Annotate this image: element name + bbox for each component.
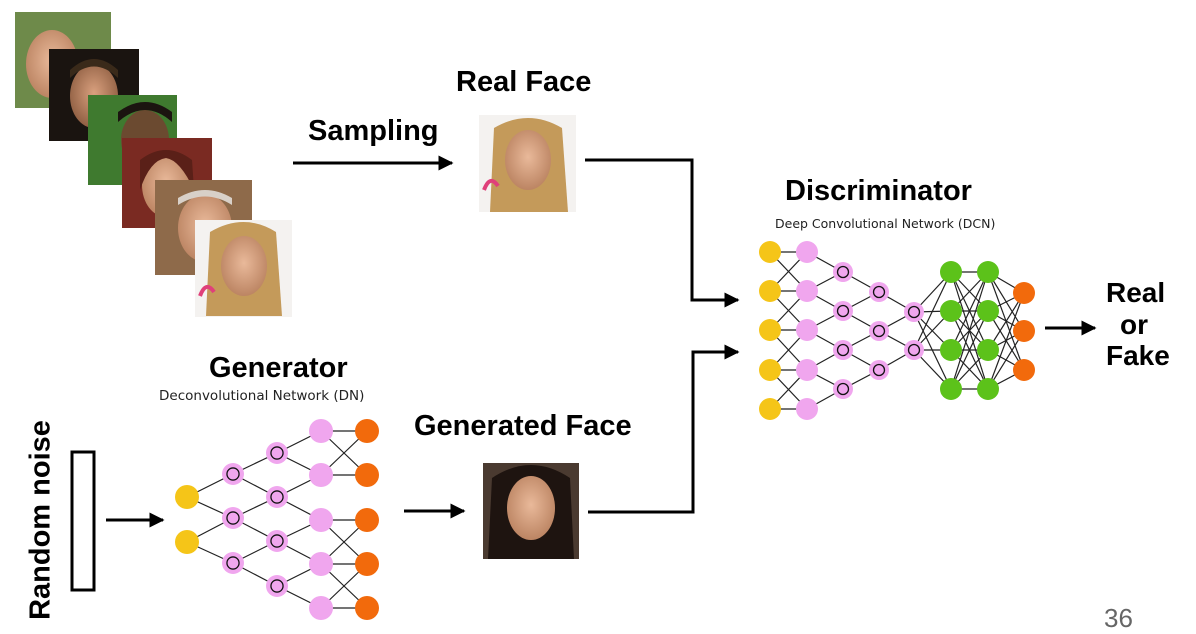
generator-kernel-ring bbox=[226, 467, 240, 481]
real-to-discriminator-arrow bbox=[585, 158, 740, 308]
discriminator-node-input bbox=[759, 319, 781, 341]
discriminator-node-kernel bbox=[904, 340, 924, 360]
generator-node-kernel bbox=[222, 552, 244, 574]
real-face-image bbox=[479, 115, 576, 212]
discriminator-node-hidden bbox=[796, 241, 818, 263]
discriminator-node-dense bbox=[940, 261, 962, 283]
discriminator-node-output bbox=[1013, 359, 1035, 381]
discriminator-node-dense bbox=[977, 339, 999, 361]
discriminator-kernel-ring bbox=[836, 343, 850, 357]
generated-to-discriminator-arrow bbox=[588, 344, 740, 514]
arrows bbox=[106, 155, 1097, 528]
generator-node-kernel bbox=[266, 486, 288, 508]
generator-node-hidden bbox=[309, 552, 333, 576]
generator-node-output bbox=[355, 463, 379, 487]
discriminator-node-hidden bbox=[796, 359, 818, 381]
discriminator-node-kernel bbox=[869, 321, 889, 341]
discriminator-node-kernel bbox=[904, 302, 924, 322]
discriminator-subtitle: Deep Convolutional Network (DCN) bbox=[775, 216, 996, 231]
discriminator-node-dense bbox=[940, 339, 962, 361]
discriminator-node-kernel bbox=[833, 340, 853, 360]
generator-kernel-ring bbox=[226, 511, 240, 525]
discriminator-node-kernel bbox=[833, 379, 853, 399]
generator-node-hidden bbox=[309, 463, 333, 487]
discriminator-node-kernel bbox=[833, 262, 853, 282]
generator-node-kernel bbox=[266, 530, 288, 552]
face-photo-6-real bbox=[195, 220, 292, 317]
discriminator-edge bbox=[987, 292, 1025, 351]
discriminator-node-input bbox=[759, 280, 781, 302]
discriminator-node-output bbox=[1013, 282, 1035, 304]
training-face-stack bbox=[15, 12, 292, 317]
discriminator-kernel-ring bbox=[907, 343, 921, 357]
discriminator-kernel-ring bbox=[836, 382, 850, 396]
generator-kernel-ring bbox=[270, 534, 284, 548]
discriminator-edge bbox=[987, 330, 1025, 390]
noise-vector-box bbox=[70, 450, 96, 592]
discriminator-node-dense bbox=[940, 378, 962, 400]
discriminator-node-dense bbox=[977, 261, 999, 283]
generator-title: Generator bbox=[209, 352, 348, 384]
discriminator-node-kernel bbox=[869, 360, 889, 380]
discriminator-kernel-ring bbox=[836, 265, 850, 279]
discriminator-node-hidden bbox=[796, 398, 818, 420]
discriminator-kernel-ring bbox=[872, 363, 886, 377]
generator-node-output bbox=[355, 552, 379, 576]
discriminator-node-hidden bbox=[796, 280, 818, 302]
generator-node-output bbox=[355, 508, 379, 532]
generator-kernel-ring bbox=[270, 490, 284, 504]
sampling-label: Sampling bbox=[308, 115, 439, 147]
generator-kernel-ring bbox=[226, 556, 240, 570]
discriminator-node-input bbox=[759, 359, 781, 381]
generator-kernel-ring bbox=[270, 446, 284, 460]
discriminator-node-output bbox=[1013, 320, 1035, 342]
generated-face-image bbox=[483, 463, 579, 559]
discriminator-node-dense bbox=[977, 300, 999, 322]
generator-node-kernel bbox=[266, 442, 288, 464]
discriminator-kernel-ring bbox=[836, 304, 850, 318]
discriminator-edge bbox=[987, 292, 1025, 390]
discriminator-kernel-ring bbox=[872, 324, 886, 338]
discriminator-node-dense bbox=[977, 378, 999, 400]
discriminator-node-input bbox=[759, 398, 781, 420]
discriminator-network bbox=[759, 241, 1035, 420]
discriminator-edge bbox=[950, 271, 989, 351]
output-or-label: or bbox=[1120, 309, 1148, 340]
generator-node-kernel bbox=[266, 575, 288, 597]
generator-node-hidden bbox=[309, 419, 333, 443]
generator-node-kernel bbox=[222, 463, 244, 485]
generator-kernel-ring bbox=[270, 579, 284, 593]
discriminator-node-input bbox=[759, 241, 781, 263]
discriminator-kernel-ring bbox=[907, 305, 921, 319]
generator-node-hidden bbox=[309, 596, 333, 620]
discriminator-node-kernel bbox=[833, 301, 853, 321]
discriminator-title: Discriminator bbox=[785, 175, 972, 207]
generator-node-hidden bbox=[309, 508, 333, 532]
discriminator-edge bbox=[950, 271, 989, 390]
generator-node-output bbox=[355, 419, 379, 443]
discriminator-kernel-ring bbox=[872, 285, 886, 299]
generator-node-output bbox=[355, 596, 379, 620]
output-fake-label: Fake bbox=[1106, 340, 1170, 371]
generator-node-input bbox=[175, 485, 199, 509]
generated-face-title: Generated Face bbox=[414, 410, 632, 442]
output-real-label: Real bbox=[1106, 277, 1166, 308]
discriminator-node-dense bbox=[940, 300, 962, 322]
discriminator-edge bbox=[950, 310, 989, 390]
generator-subtitle: Deconvolutional Network (DN) bbox=[159, 388, 365, 404]
real-face-title: Real Face bbox=[456, 66, 592, 98]
discriminator-node-kernel bbox=[869, 282, 889, 302]
discriminator-node-hidden bbox=[796, 319, 818, 341]
discriminator-edge bbox=[913, 271, 952, 351]
generator-node-input bbox=[175, 530, 199, 554]
generator-network bbox=[175, 419, 379, 620]
generator-node-kernel bbox=[222, 507, 244, 529]
